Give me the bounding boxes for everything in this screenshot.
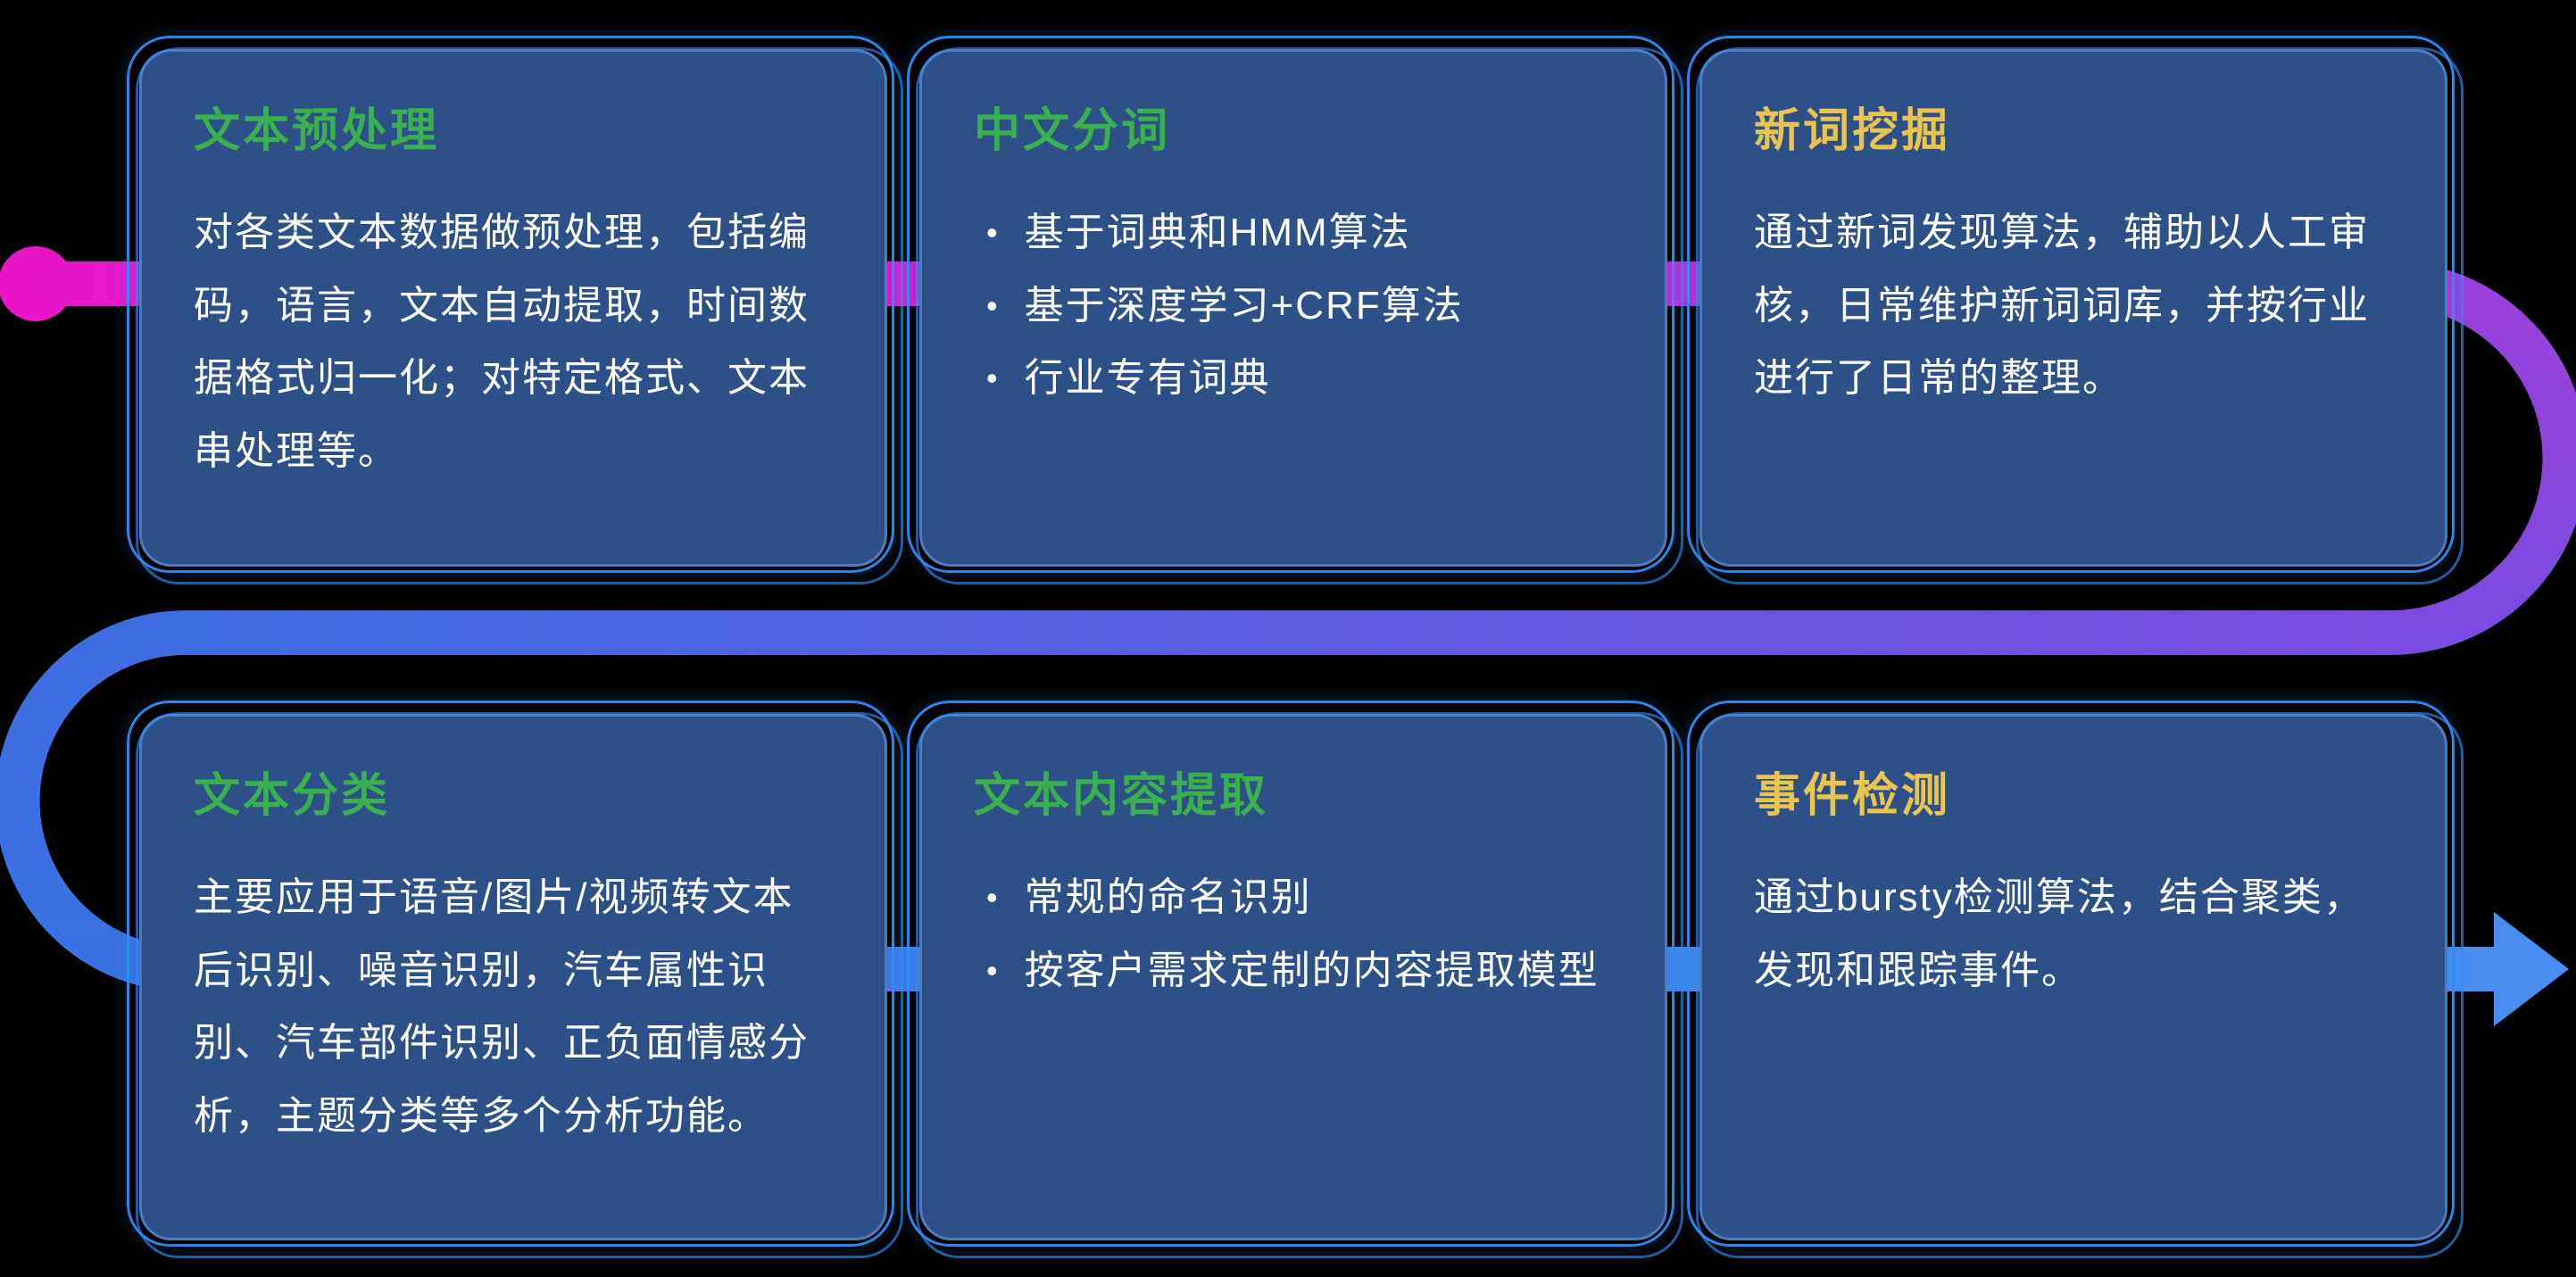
bullet-item: • 常规的命名识别 — [986, 861, 1613, 933]
card-title-chinese-word-segmentation: 中文分词 — [974, 105, 1171, 157]
bullet-dot-icon: • — [986, 286, 1000, 324]
bullet-item: • 基于深度学习+CRF算法 — [986, 269, 1613, 342]
bullet-list: • 常规的命名识别 • 按客户需求定制的内容提取模型 — [974, 861, 1613, 1007]
bullet-item: • 按客户需求定制的内容提取模型 — [986, 934, 1613, 1007]
card-title-text-preprocessing: 文本预处理 — [194, 105, 440, 157]
bullet-dot-icon: • — [986, 360, 1000, 397]
card-text-preprocessing: 文本预处理 对各类文本数据做预处理，包括编码，语言，文本自动提取，时间数据格式归… — [139, 49, 887, 567]
card-text-classification: 文本分类 主要应用于语音/图片/视频转文本后识别、噪音识别，汽车属性识别、汽车部… — [139, 714, 887, 1240]
card-body-text-classification: 主要应用于语音/图片/视频转文本后识别、噪音识别，汽车属性识别、汽车部件识别、正… — [194, 875, 810, 1138]
card-title-text-content-extraction: 文本内容提取 — [974, 770, 1269, 822]
card-body-event-detection: 通过bursty检测算法，结合聚类，发现和跟踪事件。 — [1754, 875, 2364, 992]
flow-uturn-left — [0, 610, 187, 991]
bullet-item: • 行业专有词典 — [986, 342, 1613, 414]
bullet-dot-icon: • — [986, 214, 1000, 252]
bullet-text: 按客户需求定制的内容提取模型 — [1024, 948, 1600, 992]
card-new-word-mining: 新词挖掘 通过新词发现算法，辅助以人工审核，日常维护新词词库，并按行业进行了日常… — [1699, 49, 2447, 567]
flow-arrow-icon — [2494, 912, 2569, 1026]
card-body-text-preprocessing: 对各类文本数据做预处理，包括编码，语言，文本自动提取，时间数据格式归一化；对特定… — [194, 211, 810, 473]
card-title-text-classification: 文本分类 — [194, 770, 391, 822]
card-body-new-word-mining: 通过新词发现算法，辅助以人工审核，日常维护新词词库，并按行业进行了日常的整理。 — [1754, 211, 2370, 401]
bullet-text: 常规的命名识别 — [1024, 875, 1312, 920]
card-chinese-word-segmentation: 中文分词 • 基于词典和HMM算法 • 基于深度学习+CRF算法 • 行业专有词… — [919, 49, 1667, 567]
flow-uturn-right — [2389, 261, 2576, 655]
bullet-list: • 基于词典和HMM算法 • 基于深度学习+CRF算法 • 行业专有词典 — [974, 196, 1613, 414]
bullet-dot-icon: • — [986, 951, 1000, 989]
bullet-item: • 基于词典和HMM算法 — [986, 196, 1613, 269]
bullet-text: 基于深度学习+CRF算法 — [1024, 283, 1464, 328]
card-text-content-extraction: 文本内容提取 • 常规的命名识别 • 按客户需求定制的内容提取模型 — [919, 714, 1667, 1240]
bullet-dot-icon: • — [986, 879, 1000, 916]
card-title-new-word-mining: 新词挖掘 — [1754, 105, 1951, 157]
bullet-text: 行业专有词典 — [1024, 356, 1271, 401]
card-title-event-detection: 事件检测 — [1754, 770, 1951, 822]
bullet-text: 基于词典和HMM算法 — [1024, 211, 1411, 255]
card-event-detection: 事件检测 通过bursty检测算法，结合聚类，发现和跟踪事件。 — [1699, 714, 2447, 1240]
